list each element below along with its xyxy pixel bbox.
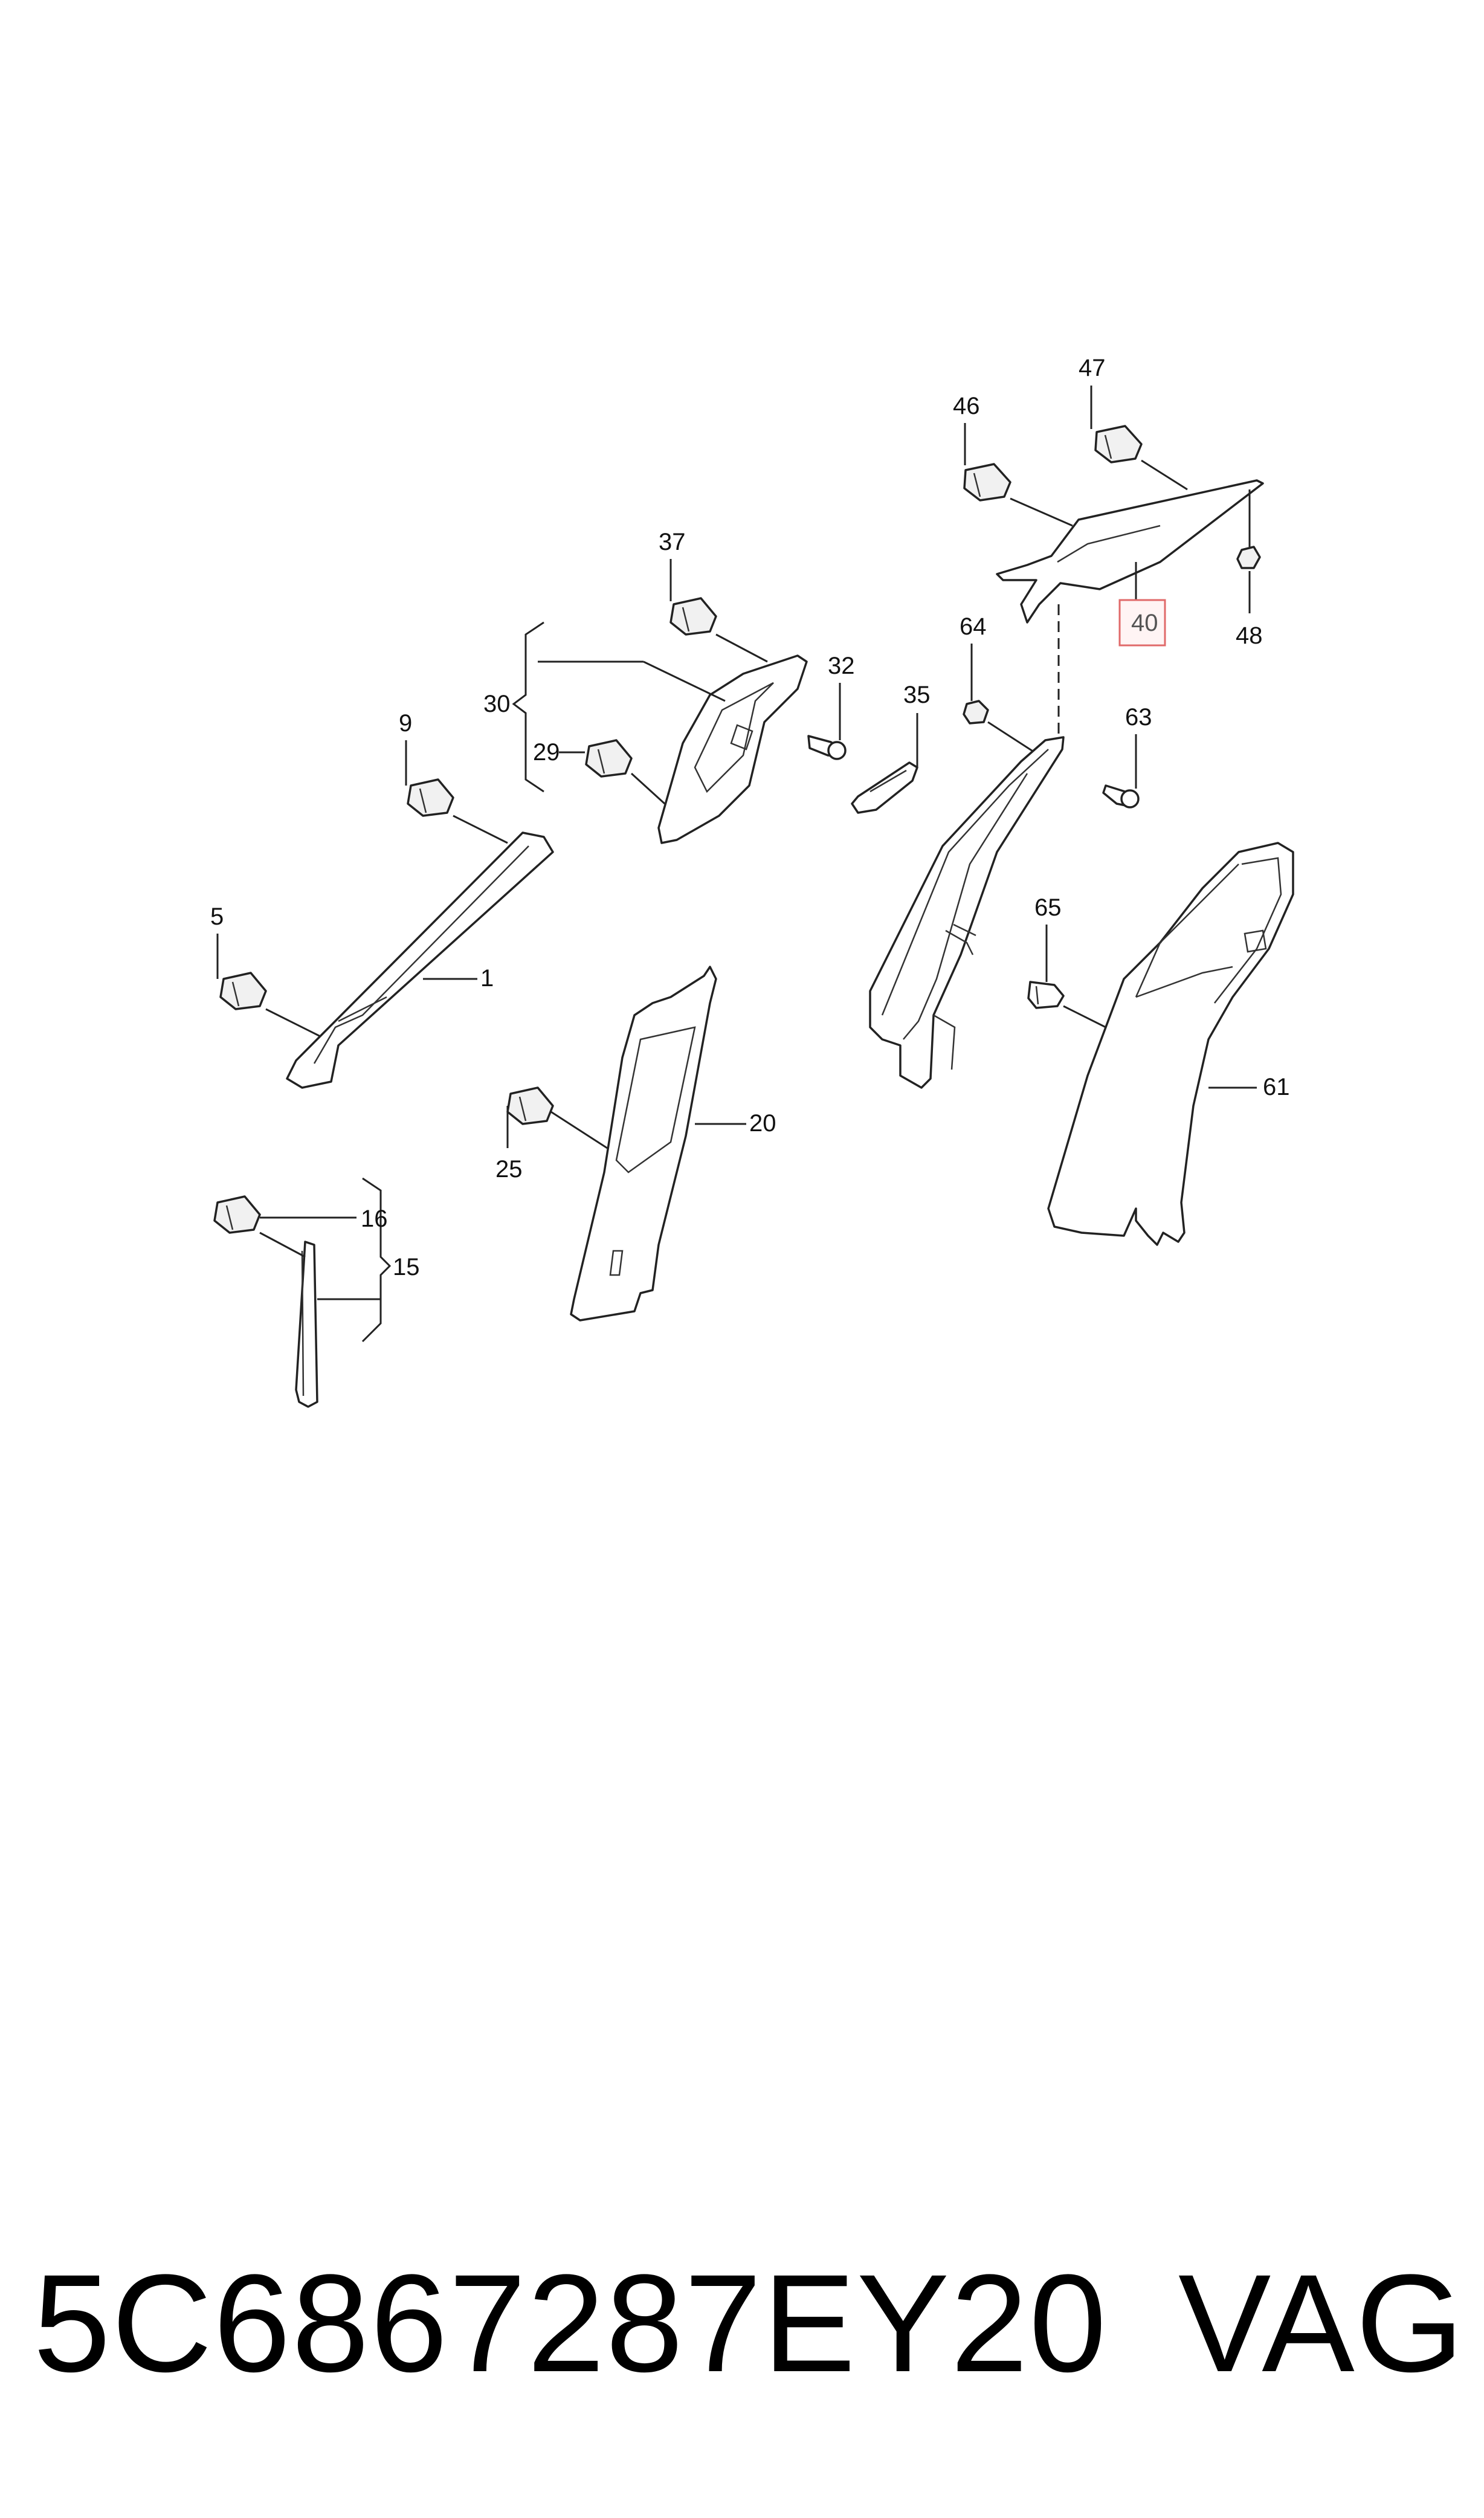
callout-63: 63 xyxy=(1125,704,1152,731)
callout-30: 30 xyxy=(483,691,511,717)
callout-9: 9 xyxy=(399,710,412,737)
brace-30 xyxy=(512,621,726,793)
callout-40-highlight xyxy=(1118,599,1166,647)
clip-9 xyxy=(405,740,508,844)
part-20-b-pillar-trim xyxy=(550,966,746,1322)
callout-16: 16 xyxy=(361,1206,388,1232)
part-15-strip xyxy=(295,1241,381,1408)
clip-37 xyxy=(669,559,768,663)
part-61-c-pillar-trim xyxy=(1047,842,1294,1246)
seal-frame xyxy=(869,736,1065,1089)
callout-65: 65 xyxy=(1034,894,1062,921)
part-1-a-pillar-trim xyxy=(286,831,554,1089)
clip-5 xyxy=(216,934,321,1038)
clip-25 xyxy=(506,1086,554,1148)
clip-29 xyxy=(559,739,666,805)
callout-29: 29 xyxy=(533,739,560,766)
clip-47 xyxy=(1090,386,1188,491)
brand-text: VAG xyxy=(1178,2245,1465,2401)
callout-20: 20 xyxy=(749,1110,776,1137)
screw-63 xyxy=(1102,734,1140,809)
clip-46 xyxy=(963,423,1073,527)
clip-65 xyxy=(1027,925,1112,1031)
callout-25: 25 xyxy=(495,1156,523,1183)
callout-40: 40 xyxy=(1131,610,1158,636)
callout-32: 32 xyxy=(828,653,855,679)
callout-46: 46 xyxy=(953,393,980,419)
callout-48: 48 xyxy=(1236,622,1263,649)
part-35-bracket xyxy=(851,713,918,814)
part-40-upper-trim xyxy=(996,479,1264,734)
part-number-text: 5C6867287EY20 xyxy=(33,2245,1108,2401)
callout-47: 47 xyxy=(1079,355,1106,381)
callout-35: 35 xyxy=(903,682,931,708)
brace-15 xyxy=(361,1177,392,1343)
screw-32 xyxy=(807,683,847,760)
nut-64 xyxy=(963,644,1040,757)
callout-5: 5 xyxy=(210,903,224,930)
callout-64: 64 xyxy=(960,613,987,640)
callout-61: 61 xyxy=(1263,1074,1290,1100)
callout-15: 15 xyxy=(393,1254,420,1280)
clip-16 xyxy=(213,1195,356,1258)
callout-37: 37 xyxy=(659,529,686,555)
part-30-b-pillar-upper xyxy=(657,654,808,844)
nut-48 xyxy=(1236,489,1261,613)
callout-1: 1 xyxy=(480,965,494,992)
